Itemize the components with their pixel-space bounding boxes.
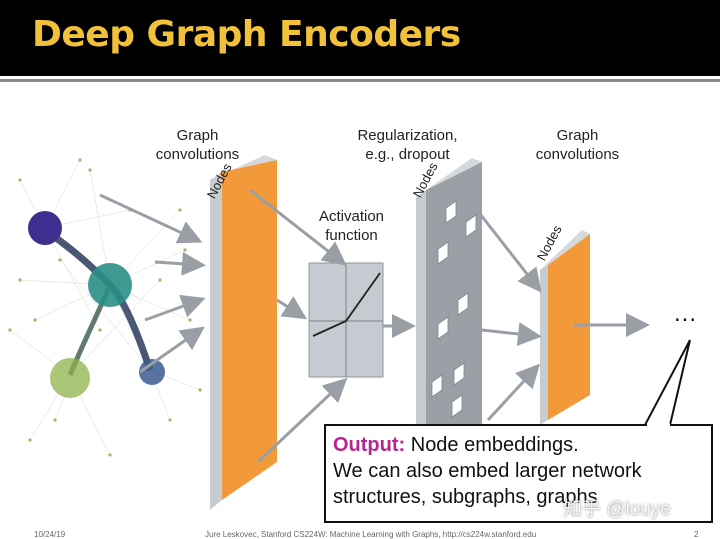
input-arrows [99,193,206,374]
callout-line-1-rest: Node embeddings. [405,434,579,456]
footer-source: Jure Leskovec, Stanford CS224W: Machine … [205,530,537,539]
layer-arrows [249,181,650,464]
input-network-graph [8,158,202,457]
watermark: 知乎 @louye [563,499,671,520]
label-activation-line2: function [325,227,378,244]
label-regularization-line2: e.g., dropout [365,146,450,163]
slide-title: Deep Graph Encoders [32,14,461,55]
label-graph-conv-1-line1: Graph [176,127,219,144]
callout-line-2: We can also embed larger network [333,460,642,482]
callout-keyword: Output: [333,434,406,456]
label-graph-conv-2-line2: convolutions [535,146,620,163]
label-regularization-line1: Regularization, [357,127,458,144]
footer-page: 2 [694,530,699,539]
graph-conv-layer-1 [210,155,277,510]
activation-function-box [308,262,384,378]
label-graph-conv-2: Graph convolutions [530,126,625,164]
label-graph-conv-1-line2: convolutions [155,146,240,163]
title-bar [0,0,720,76]
title-divider [0,79,720,82]
graph-conv-layer-2 [540,230,590,425]
label-graph-conv-1: Graph convolutions [150,126,245,164]
output-callout-box [324,339,713,523]
dropout-layer [416,158,482,440]
footer-date: 10/24/19 [34,530,66,539]
callout-line-1: Output: Node embeddings. [333,432,642,458]
callout-text: Output: Node embeddings. We can also emb… [333,432,642,510]
label-graph-conv-2-line1: Graph [556,127,599,144]
callout-line-3: structures, subgraphs, graphs [333,486,598,508]
label-regularization: Regularization, e.g., dropout [345,126,470,164]
label-activation-line1: Activation [318,208,385,225]
ellipsis: ... [674,300,698,327]
encoder-diagram [8,155,713,523]
label-activation: Activation function [304,207,399,245]
